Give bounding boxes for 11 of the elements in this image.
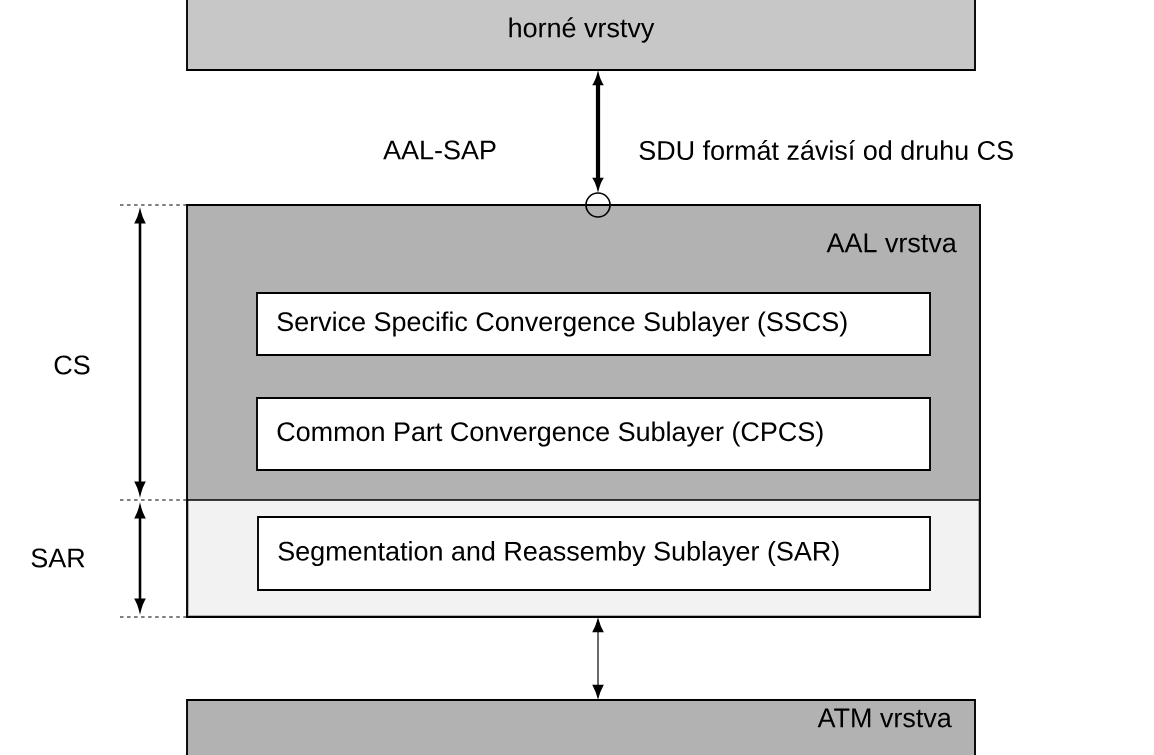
arrow <box>592 618 604 699</box>
dimension-label: SAR <box>31 548 85 568</box>
sublayer-box: Segmentation and Reassemby Sublayer (SAR) <box>257 516 931 591</box>
interface-label: AAL-SAP <box>383 140 496 160</box>
sublayer-box: Common Part Convergence Sublayer (CPCS) <box>256 397 931 471</box>
dimension-label: CS <box>54 355 90 375</box>
note-text: SDU formát závisí od druhu CS <box>639 139 1013 161</box>
access-point-circle <box>585 192 611 218</box>
sublayer-box: Service Specific Convergence Sublayer (SSCS) <box>256 292 931 356</box>
layer-box: horné vrstvy <box>186 0 976 71</box>
layer-box: ATM vrstva <box>186 699 976 755</box>
